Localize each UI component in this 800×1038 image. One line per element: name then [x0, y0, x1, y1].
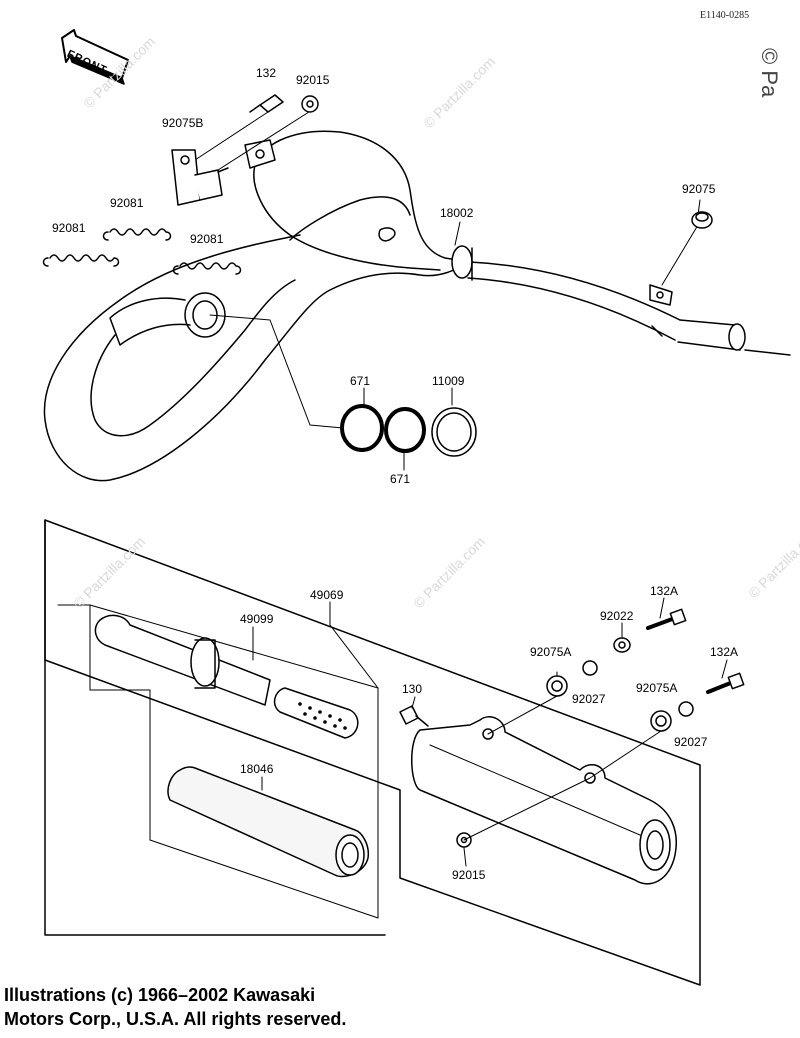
- bolt-132a-b-icon: [706, 672, 745, 694]
- bolt-132-icon: [249, 94, 284, 113]
- copyright-line-1: Illustrations (c) 1966–2002 Kawasaki: [4, 985, 316, 1005]
- part-label[interactable]: 92075: [682, 182, 716, 196]
- gasket-11009: [431, 407, 477, 457]
- part-label[interactable]: 132A: [710, 645, 739, 659]
- part-label[interactable]: 132A: [650, 584, 679, 598]
- expansion-chamber-18002: [43, 130, 791, 482]
- collar-92027-b-icon: [678, 701, 694, 717]
- part-label[interactable]: 132: [256, 66, 277, 80]
- packing-18046: [167, 766, 370, 878]
- part-label[interactable]: 92027: [572, 692, 606, 706]
- part-label[interactable]: 11009: [432, 374, 465, 388]
- collar-92027-a-icon: [582, 660, 598, 676]
- part-label[interactable]: 92081: [52, 221, 86, 235]
- gasket-671-a: [340, 404, 384, 452]
- damper-92075a-b-icon: [650, 710, 672, 732]
- gasket-671-b: [384, 407, 426, 453]
- part-label[interactable]: 92015: [452, 868, 486, 882]
- bolt-130-icon: [399, 705, 429, 727]
- part-label[interactable]: 18002: [440, 206, 474, 220]
- damper-92075a-a-icon: [546, 675, 568, 697]
- part-label[interactable]: 92027: [674, 735, 708, 749]
- part-label[interactable]: 92075A: [530, 645, 572, 659]
- part-label[interactable]: 671: [350, 374, 371, 388]
- nut-92015-icon: [301, 95, 319, 113]
- part-label[interactable]: 92075B: [162, 116, 204, 130]
- damper-92075-icon: [691, 211, 713, 229]
- part-label[interactable]: 49069: [310, 588, 344, 602]
- part-label[interactable]: 18046: [240, 762, 274, 776]
- front-arrow-icon: [61, 29, 129, 85]
- diagram-code: E1140-0285: [700, 10, 750, 21]
- part-label[interactable]: 49099: [240, 612, 274, 626]
- part-label[interactable]: 130: [402, 682, 423, 696]
- part-label[interactable]: 92081: [190, 232, 224, 246]
- part-label[interactable]: 92081: [110, 196, 144, 210]
- spring-92081-icon: [42, 228, 242, 275]
- watermark-corner: © Pa: [757, 48, 782, 98]
- part-label[interactable]: 92075A: [636, 681, 678, 695]
- silencer-frame: [44, 519, 701, 986]
- part-label[interactable]: 92015: [296, 73, 330, 87]
- inner-pipe-49099: [94, 614, 359, 739]
- collar-92022-icon: [613, 637, 631, 653]
- bolt-132a-a-icon: [646, 608, 687, 630]
- part-label[interactable]: 92022: [600, 609, 634, 623]
- bracket-92075b-icon: [171, 149, 229, 206]
- copyright-line-2: Motors Corp., U.S.A. All rights reserved…: [4, 1009, 347, 1029]
- part-label[interactable]: 671: [390, 472, 411, 486]
